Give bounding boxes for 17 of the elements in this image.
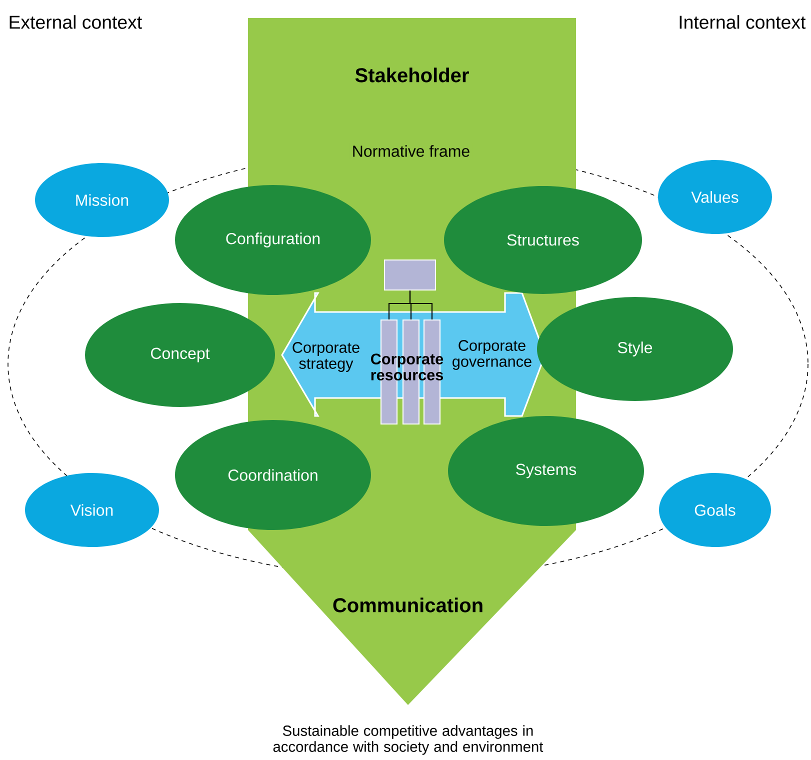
oval: Values bbox=[658, 160, 772, 234]
connector bbox=[409, 290, 433, 320]
oval: Systems bbox=[448, 416, 644, 526]
box bbox=[384, 259, 436, 291]
center-label: Corporate resources bbox=[371, 354, 444, 380]
oval: Configuration bbox=[175, 185, 371, 295]
oval: Structures bbox=[444, 186, 642, 294]
oval: Coordination bbox=[175, 420, 371, 530]
context-label: External context bbox=[10, 15, 142, 29]
outcome-label: Sustainable competitive advantages in accordance with society and environment bbox=[273, 725, 544, 755]
oval: Concept bbox=[85, 303, 275, 407]
context-label: Internal context bbox=[680, 15, 806, 29]
oval: Mission bbox=[35, 163, 169, 237]
frame-label: Normative frame bbox=[349, 142, 473, 160]
oval: Vision bbox=[25, 473, 159, 547]
oval: Style bbox=[537, 297, 733, 401]
oval: Goals bbox=[659, 473, 771, 547]
